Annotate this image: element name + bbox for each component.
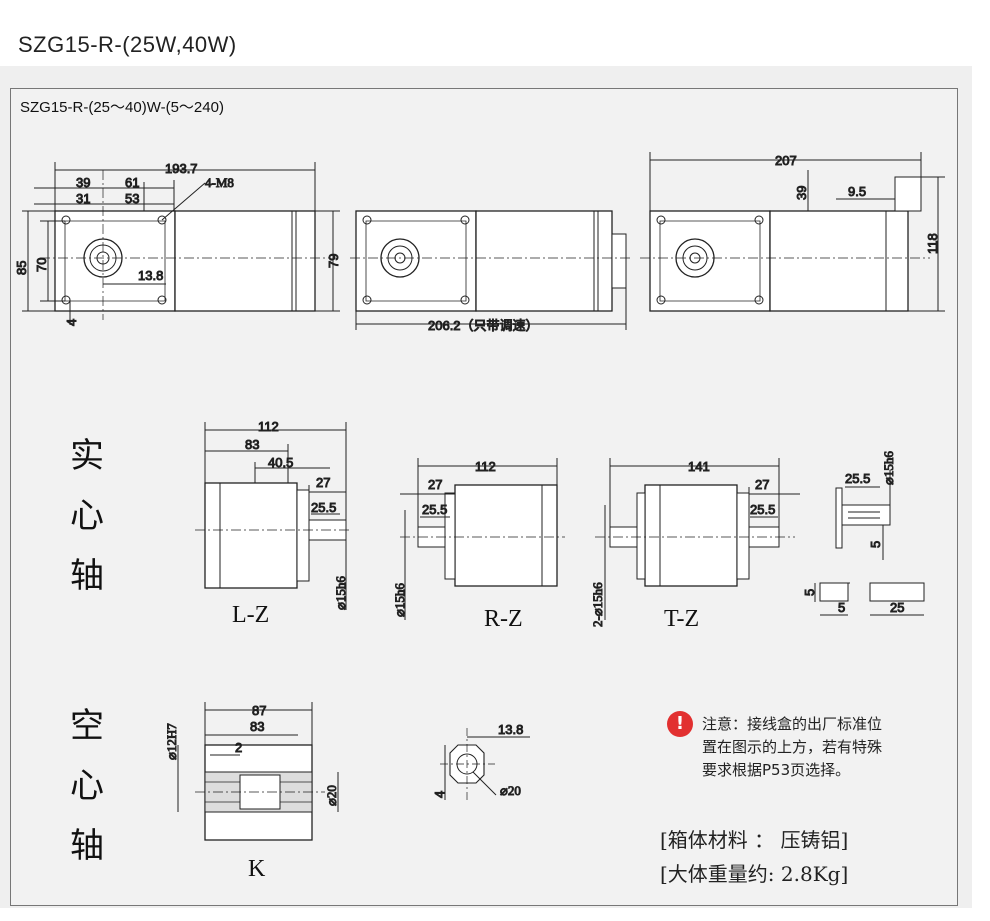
front-view-right [640,152,945,312]
tag-lz: L-Z [232,602,270,628]
dim-207: 207 [775,153,797,168]
flange-dim-dia20: ⌀20 [500,783,521,798]
dim-79: 79 [326,254,341,268]
dim-39: 39 [76,175,90,190]
detail-dim-25: 25 [890,600,904,615]
tz-dim-dia: 2-⌀15h6 [590,582,605,627]
hollow-shaft-char-2: 心 [70,766,104,806]
detail-dim-5a: 5 [868,541,883,548]
rz-dim-27: 27 [428,477,442,492]
detail-dim-5b: 5 [802,589,817,596]
detail-dim-25-5: 25.5 [845,471,870,486]
detail-dim-5c: 5 [838,600,845,615]
k-dim-dia20: ⌀20 [324,785,339,806]
tz-dim-141: 141 [688,459,710,474]
k-dim-bore: ⌀12H7 [164,723,179,760]
lz-dim-83: 83 [245,437,259,452]
dim-9-5: 9.5 [848,184,866,199]
lz-dim-27: 27 [316,475,330,490]
flange-dim-13-8: 13.8 [498,722,523,737]
dim-193-7: 193.7 [165,161,198,176]
hollow-shaft-k [177,702,339,841]
warning-icon: ! [667,711,693,737]
tag-tz: T-Z [664,606,700,632]
page-title: SZG15-R-(25W,40W) [18,32,237,57]
tag-rz: R-Z [484,606,523,632]
rz-dim-112: 112 [475,459,496,474]
dim-118: 118 [925,233,940,254]
rz-dim-25-5: 25.5 [422,502,447,517]
shaft-detail [814,470,925,616]
lz-dim-40-5: 40.5 [268,455,293,470]
install-note: 注意：接线盒的出厂标准位置在图示的上方，若有特殊要求根据P53页选择。 [702,715,883,779]
solid-shaft-char-3: 轴 [70,556,104,596]
detail-dim-dia: ⌀15h6 [881,451,896,485]
weight-line: [大体重量约: 2.8Kg] [660,862,849,886]
tz-dim-25-5: 25.5 [750,502,775,517]
rz-dim-dia: ⌀15h6 [392,583,407,617]
front-view-middle [350,210,632,330]
dim-31: 31 [76,191,90,206]
lz-dim-dia: ⌀15h6 [333,576,348,610]
dim-13-8: 13.8 [138,268,163,283]
solid-shaft-char-1: 实 [70,436,104,476]
dim-70: 70 [34,258,49,272]
tag-k: K [248,856,266,882]
solid-shaft-char-2: 心 [70,496,104,536]
material-line: [箱体材料 ： 压铸铝] [660,828,849,852]
front-view-left [22,162,340,325]
shaft-tz [595,458,800,620]
hollow-shaft-char-1: 空 [70,706,104,746]
model-subtitle: SZG15-R-(25～40)W-(5～240) [20,99,224,116]
shaft-lz [195,422,350,610]
k-dim-2: 2 [235,740,242,755]
dim-53: 53 [125,191,139,206]
dim-4-m8: 4-M8 [205,175,234,190]
hollow-shaft-char-3: 轴 [70,826,104,866]
dim-61: 61 [125,175,139,190]
k-dim-87: 87 [252,703,266,718]
dim-206-2: 206.2（只带调速） [428,318,539,333]
flange-dim-4: 4 [432,791,447,798]
k-dim-83: 83 [250,719,264,734]
shaft-rz [400,458,565,620]
lz-dim-112: 112 [258,419,279,434]
dim-4: 4 [64,319,79,326]
tz-dim-27: 27 [755,477,769,492]
hollow-flange-detail [440,728,530,800]
lz-dim-25-5: 25.5 [311,500,336,515]
dim-85: 85 [14,261,29,275]
dim-39-right: 39 [794,186,809,200]
